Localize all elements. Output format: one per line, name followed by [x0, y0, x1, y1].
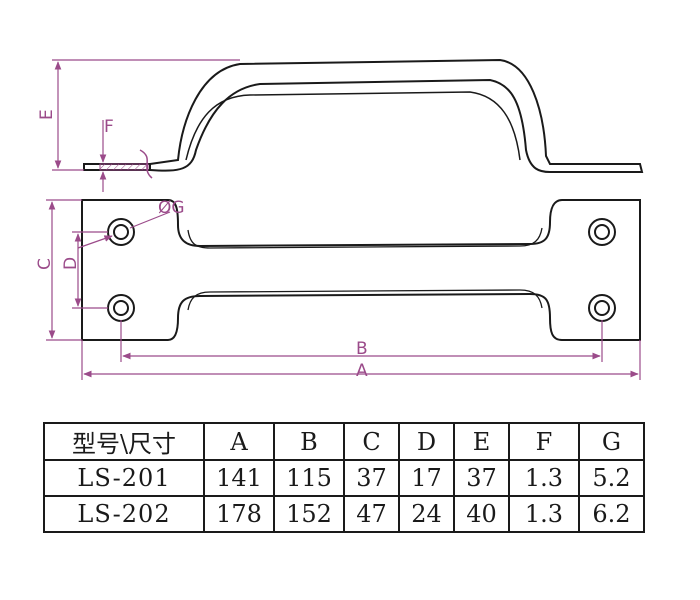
hole-bottom-right	[588, 294, 616, 322]
side-view	[83, 58, 644, 173]
table-cell: 37	[453, 459, 510, 497]
side-view-outer-arch	[149, 58, 644, 173]
table-header-cell: E	[453, 422, 510, 461]
dim-label-F: F	[104, 117, 114, 137]
hole-top-left	[107, 218, 135, 246]
front-view-inner-recess	[187, 227, 543, 249]
table-cell: 178	[203, 495, 275, 533]
table-cell: 24	[398, 495, 455, 533]
table-header-row: 型号\尺寸 A B C D E F G	[43, 422, 645, 461]
front-view	[81, 199, 641, 341]
side-view-hatch	[99, 163, 149, 171]
table-cell: 17	[398, 459, 455, 497]
dim-label-C: C	[35, 258, 55, 270]
dim-label-E: E	[37, 109, 57, 120]
table-cell: 1.3	[508, 459, 580, 497]
dimension-lines	[46, 59, 641, 380]
front-view-outline	[81, 199, 641, 341]
table-header-cell: A	[203, 422, 275, 461]
front-view-inner-recess-bottom	[187, 289, 543, 311]
side-view-inner-line	[185, 91, 521, 161]
table-row: LS-201 141 115 37 17 37 1.3 5.2	[43, 459, 645, 497]
table-cell: 5.2	[578, 459, 645, 497]
hole-top-right	[588, 218, 616, 246]
table-cell: 141	[203, 459, 275, 497]
table-header-cell: B	[273, 422, 345, 461]
table-cell: 115	[273, 459, 345, 497]
handle-drawing: E F C D ØG B A	[35, 58, 644, 381]
dim-label-D: D	[61, 257, 81, 270]
table-cell: 1.3	[508, 495, 580, 533]
table-header-cell: D	[398, 422, 455, 461]
table-cell: 152	[273, 495, 345, 533]
table-cell-model: LS-201	[43, 459, 205, 497]
dim-label-B: B	[356, 339, 368, 359]
table-cell: 47	[343, 495, 400, 533]
break-mark	[139, 149, 153, 179]
table-header-cell: 型号\尺寸	[43, 422, 205, 461]
table-row: LS-202 178 152 47 24 40 1.3 6.2	[43, 495, 645, 533]
hole-bottom-left	[107, 294, 135, 322]
table-header-cell: G	[578, 422, 645, 461]
table-header-cell: F	[508, 422, 580, 461]
dim-label-A: A	[356, 361, 368, 381]
spec-table: 型号\尺寸 A B C D E F G LS-201 141 115 37 17…	[43, 422, 645, 533]
table-cell-model: LS-202	[43, 495, 205, 533]
table-header-cell: C	[343, 422, 400, 461]
dim-label-G: ØG	[158, 198, 185, 218]
table-cell: 6.2	[578, 495, 645, 533]
table-cell: 40	[453, 495, 510, 533]
table-cell: 37	[343, 459, 400, 497]
